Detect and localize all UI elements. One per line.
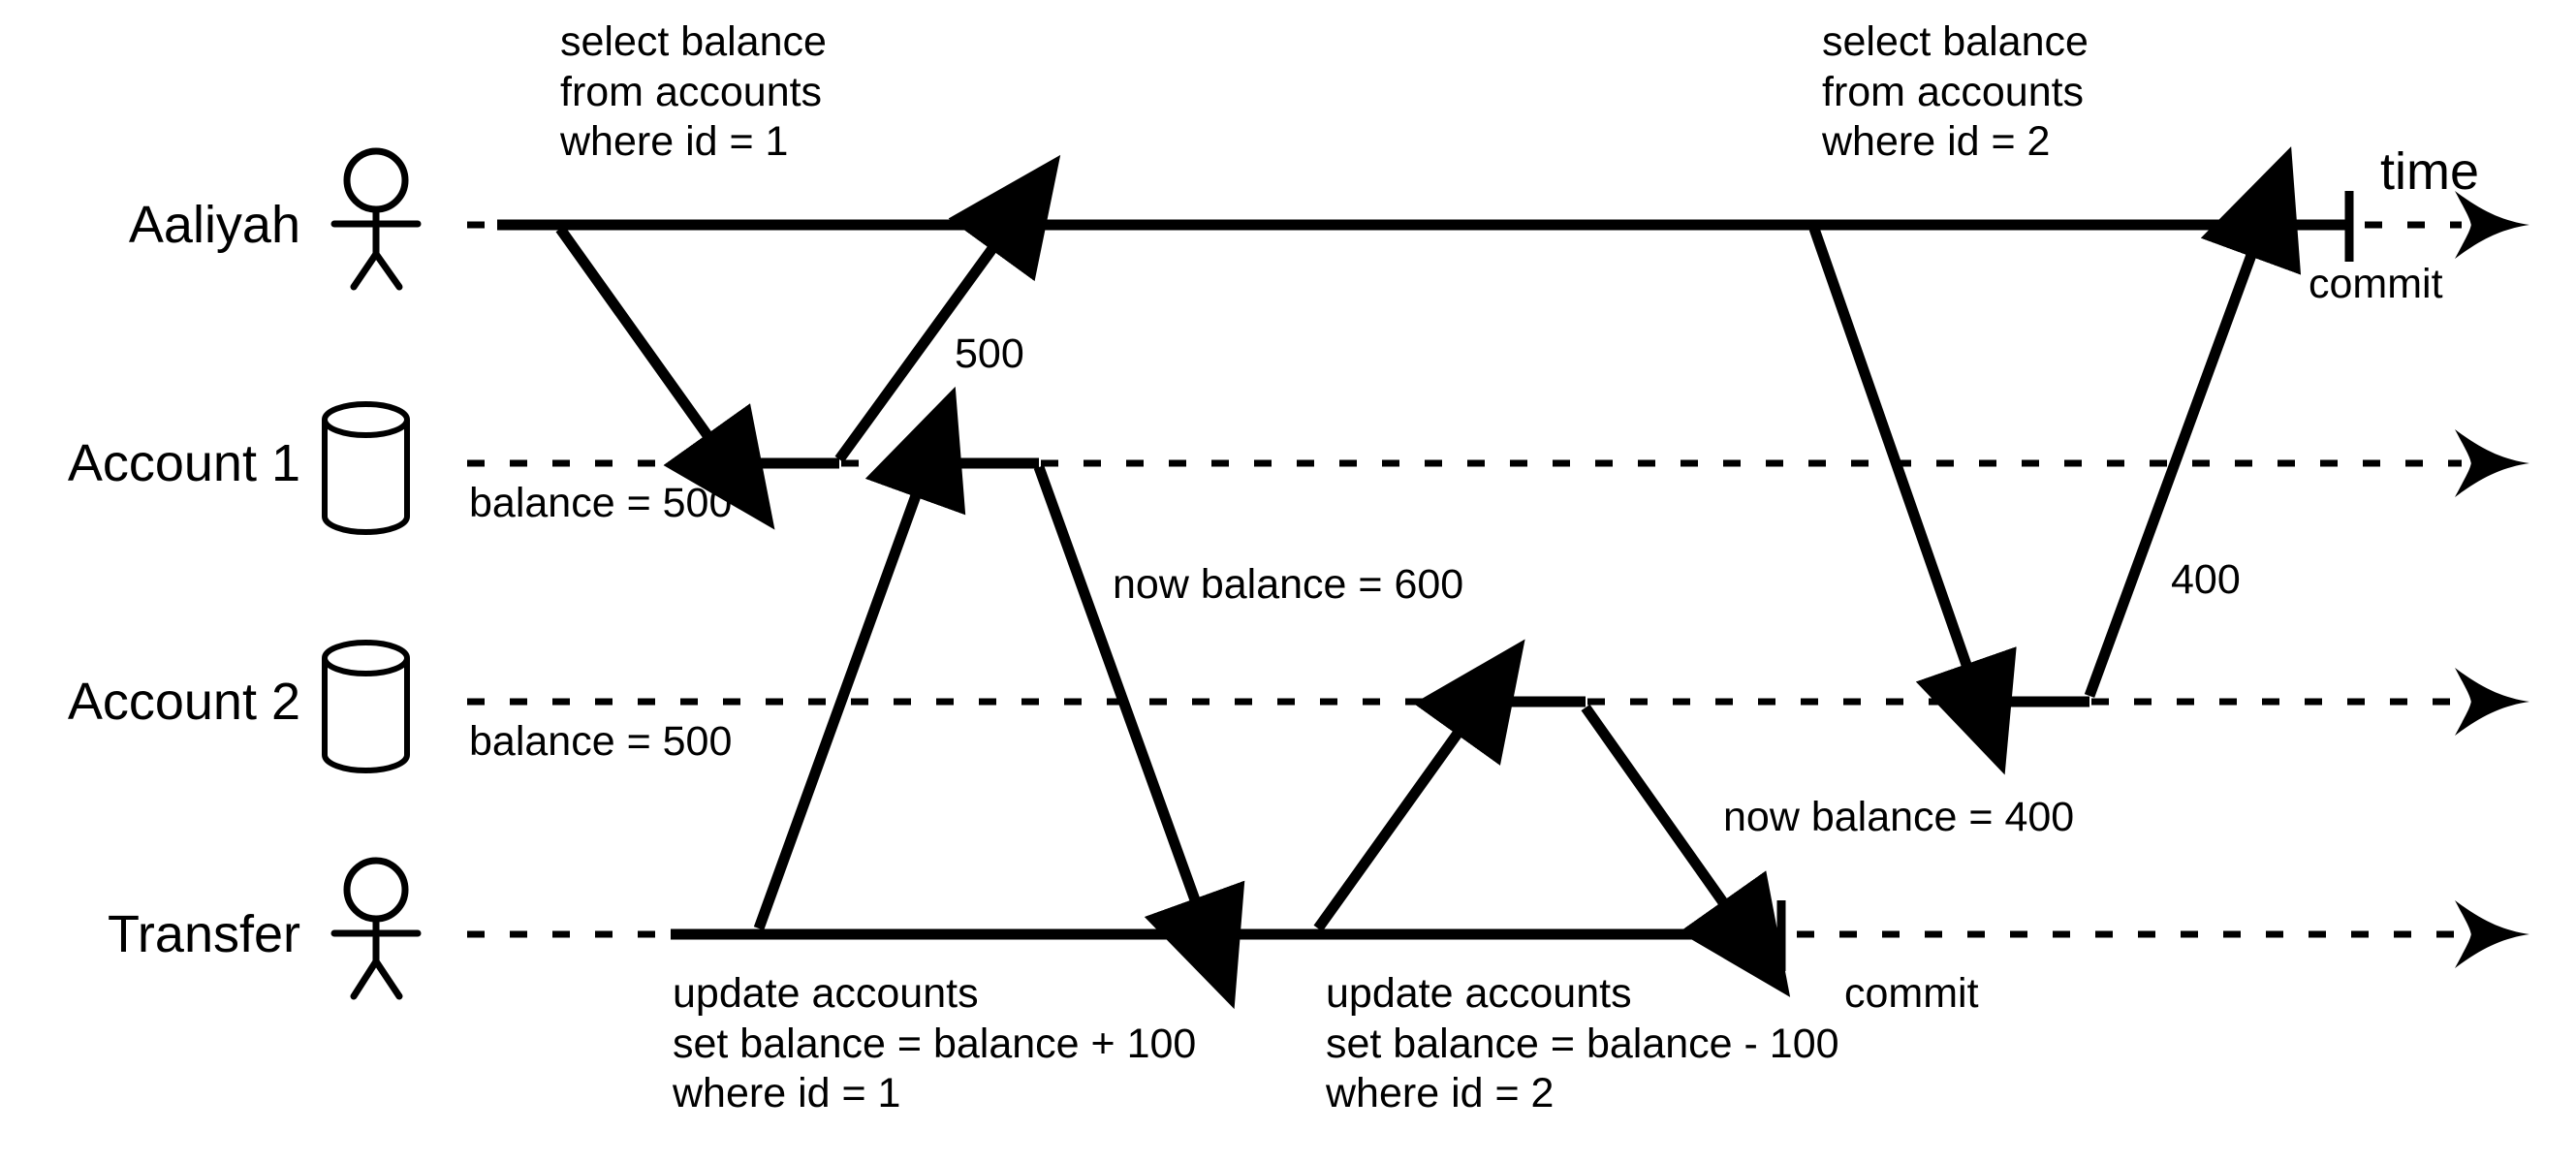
message-now-balance-600	[1033, 465, 1245, 1010]
stick-figure-icon	[330, 147, 422, 291]
lane-label-transfer: Transfer	[107, 905, 300, 963]
lifeline-aaliyah	[467, 191, 2529, 262]
note-now-balance-600: now balance = 600	[1113, 561, 1464, 608]
message-now-balance-400	[1581, 704, 1791, 997]
message-select-account1	[555, 225, 775, 530]
note-select-account1: select balance from accounts where id = …	[560, 18, 827, 166]
note-commit-transfer: commit	[1844, 970, 1979, 1017]
message-update-account1	[753, 386, 966, 930]
message-select-account2	[1808, 227, 2017, 775]
lane-label-aaliyah: Aaliyah	[128, 196, 300, 254]
note-balance-account2: balance = 500	[469, 718, 733, 765]
lane-label-account1: Account 1	[67, 434, 300, 492]
database-cylinder-icon	[322, 640, 410, 773]
time-axis-label: time	[2380, 142, 2480, 201]
message-return-400	[2084, 146, 2302, 698]
note-update-account1: update accounts set balance = balance + …	[673, 970, 1197, 1117]
note-balance-account1: balance = 500	[469, 480, 733, 526]
lane-label-account2: Account 2	[67, 673, 300, 731]
note-select-account2: select balance from accounts where id = …	[1822, 18, 2089, 166]
stick-figure-icon	[330, 857, 422, 1000]
note-update-account2: update accounts set balance = balance - …	[1326, 970, 1839, 1117]
database-cylinder-icon	[322, 401, 410, 535]
note-return-value-400: 400	[2171, 556, 2241, 603]
note-now-balance-400: now balance = 400	[1723, 794, 2075, 840]
note-commit-aaliyah: commit	[2309, 261, 2443, 307]
note-return-value-500: 500	[955, 330, 1024, 377]
message-update-account2	[1313, 639, 1525, 932]
